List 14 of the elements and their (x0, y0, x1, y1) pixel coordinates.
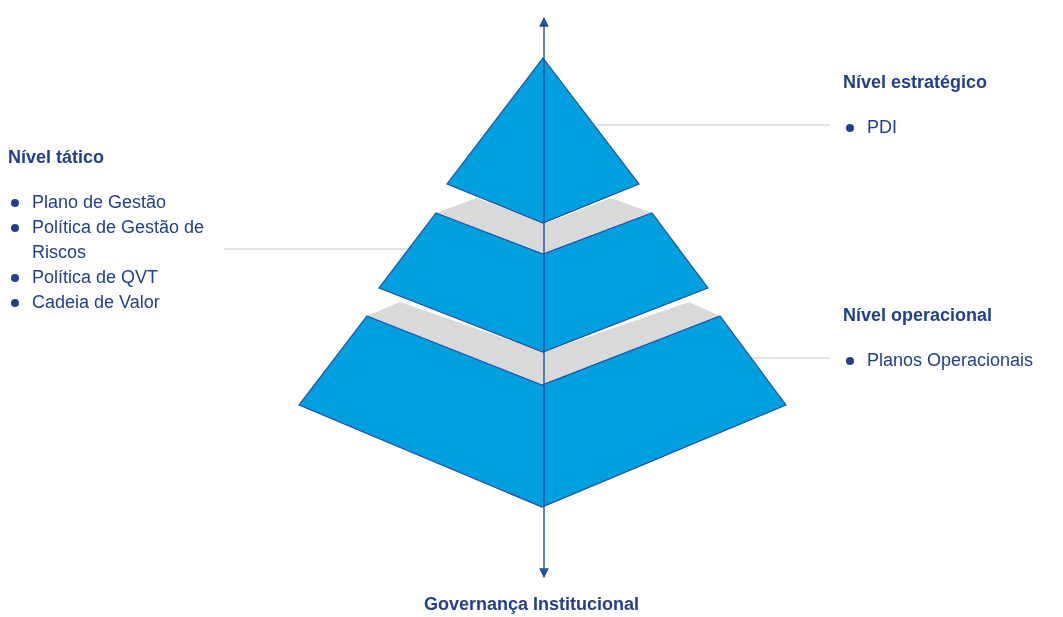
pyramid-band (436, 198, 652, 254)
axis-label: Governança Institucional (423, 594, 640, 614)
pyramid-band (367, 302, 720, 385)
level-heading: Nível operacional (843, 305, 994, 326)
bullet-item: Planos Operacionais (843, 348, 1063, 373)
bullet-item: Cadeia de Valor (8, 290, 222, 315)
bullet-item: Política de QVT (8, 265, 222, 290)
pyramid-tier (378, 212, 709, 353)
bullet-item: Plano de Gestão (8, 190, 222, 215)
level-heading: Nível tático (8, 147, 106, 168)
bullet-item: Política de Gestão de Riscos (8, 215, 222, 265)
pyramid-tier (446, 57, 640, 224)
level-heading: Nível estratégico (843, 72, 989, 93)
bullet-item: PDI (843, 115, 1060, 140)
